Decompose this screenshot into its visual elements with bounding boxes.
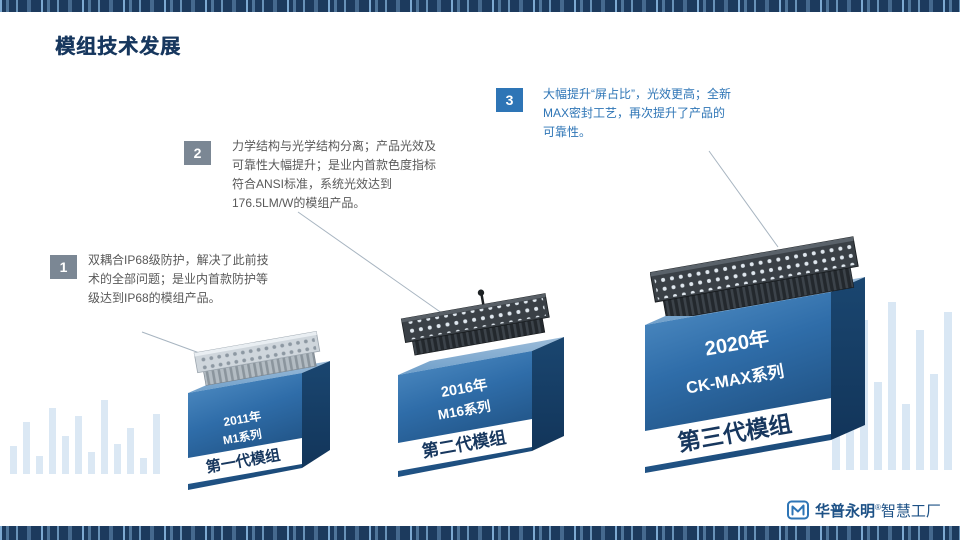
gen1-cube-right-face xyxy=(302,361,330,468)
gen2-cube-top-face xyxy=(398,337,564,375)
led-module-gen1-image xyxy=(193,331,321,386)
gen1-year: 2011年 xyxy=(222,408,262,429)
callout-1-text: 双耦合IP68级防护，解决了此前技术的全部问题；是业内首款防护等级达到IP68的… xyxy=(88,253,269,305)
callout-2-badge: 2 xyxy=(184,141,211,165)
callout-3-text: 大幅提升“屏占比”，光效更高；全新MAX密封工艺，再次提升了产品的可靠性。 xyxy=(543,87,731,139)
bottom-decorative-bar xyxy=(0,526,960,540)
company-logo: 华普永明®智慧工厂 xyxy=(786,498,941,522)
logo-registered-mark: ® xyxy=(875,502,881,512)
company-logo-text: 华普永明®智慧工厂 xyxy=(815,500,941,521)
page-title: 模组技术发展 xyxy=(55,36,181,58)
equalizer-bars-left xyxy=(10,400,160,474)
logo-brand: 华普永明 xyxy=(815,502,876,520)
top-decorative-bar xyxy=(0,0,960,12)
company-logo-icon xyxy=(787,500,809,520)
led-module-gen2-image xyxy=(400,289,550,356)
gen2-banner xyxy=(398,419,532,471)
callout-2-text: 力学结构与光学结构分离；产品光效及可靠性大幅提升；是业内首款色度指标符合ANSI… xyxy=(232,139,437,210)
gen1-cube: 2011年 M1系列 第一代模组 xyxy=(188,361,330,490)
gen1-banner xyxy=(188,438,302,484)
gen2-cube-right-face xyxy=(532,337,564,451)
gen2-cube: 2016年 M16系列 第二代模组 xyxy=(398,337,564,477)
callout-3-badge: 3 xyxy=(496,88,523,112)
gen3-cube-right-face xyxy=(831,277,865,440)
callout-1-badge: 1 xyxy=(50,255,77,279)
logo-suffix: 智慧工厂 xyxy=(880,502,941,520)
led-module-gen3-image xyxy=(650,236,859,316)
gen3-banner xyxy=(645,398,831,467)
